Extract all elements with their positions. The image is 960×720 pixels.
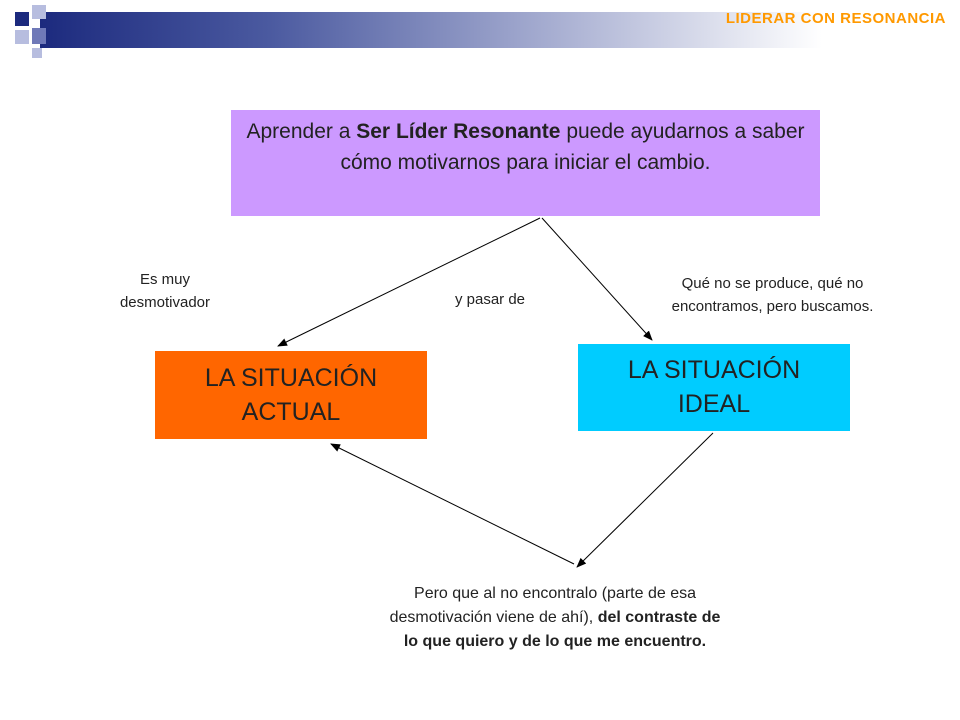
contrast-line2-normal: desmotivación viene de ahí),	[389, 609, 598, 626]
contrast-line3: lo que quiero y de lo que me encuentro.	[315, 630, 795, 654]
header-square-light	[32, 5, 46, 19]
arrow-ideal-to-bottom	[576, 432, 714, 568]
current-situation-box: LA SITUACIÓN ACTUAL	[155, 351, 427, 439]
contrast-line3-bold: lo que quiero y de lo que me encuentro.	[403, 633, 707, 650]
resonant-leader-box: Aprender a Ser Líder Resonante puede ayu…	[231, 110, 820, 216]
header-square-dark	[15, 12, 29, 26]
header-gradient-bar	[40, 12, 960, 48]
contrast-line1: Pero que al no encontralo (parte de esa	[414, 585, 696, 602]
current-situation-line1: LA SITUACIÓN	[204, 364, 378, 392]
demotivating-label-line1: Es muy	[139, 271, 190, 288]
header-square-light	[15, 30, 29, 44]
contrast-line2-bold: del contraste de	[597, 609, 721, 626]
arrow-bottom-to-actual	[330, 443, 575, 565]
ideal-situation-line1: LA SITUACIÓN	[627, 356, 801, 384]
header-square-light	[32, 48, 42, 58]
slide-title: LIDERAR CON RESONANCIA	[725, 10, 946, 27]
demotivating-label: Es muy desmotivador	[95, 268, 235, 314]
transition-label: y pasar de	[454, 291, 526, 308]
top-box-text-end: puede ayudarnos a saber cómo motivarnos …	[340, 120, 805, 174]
current-situation-line2: ACTUAL	[241, 398, 341, 426]
header-square-mid	[32, 28, 46, 44]
top-box-bold-text: Ser Líder Resonante	[356, 120, 561, 143]
arrow-top-to-ideal	[541, 217, 653, 341]
demotivating-label-line2: desmotivador	[119, 294, 211, 311]
top-box-text-start: Aprender a	[246, 120, 357, 143]
ideal-situation-box: LA SITUACIÓN IDEAL	[578, 344, 850, 431]
not-found-label-line2: encontramos, pero buscamos.	[671, 298, 874, 315]
not-found-label-line1: Qué no se produce, qué no	[681, 275, 864, 292]
not-found-label: Qué no se produce, qué no encontramos, p…	[620, 272, 925, 318]
contrast-line2: desmotivación viene de ahí), del contras…	[315, 606, 795, 630]
ideal-situation-line2: IDEAL	[677, 390, 751, 418]
arrow-top-to-actual	[277, 217, 541, 347]
contrast-explanation: Pero que al no encontralo (parte de esa …	[315, 582, 795, 654]
